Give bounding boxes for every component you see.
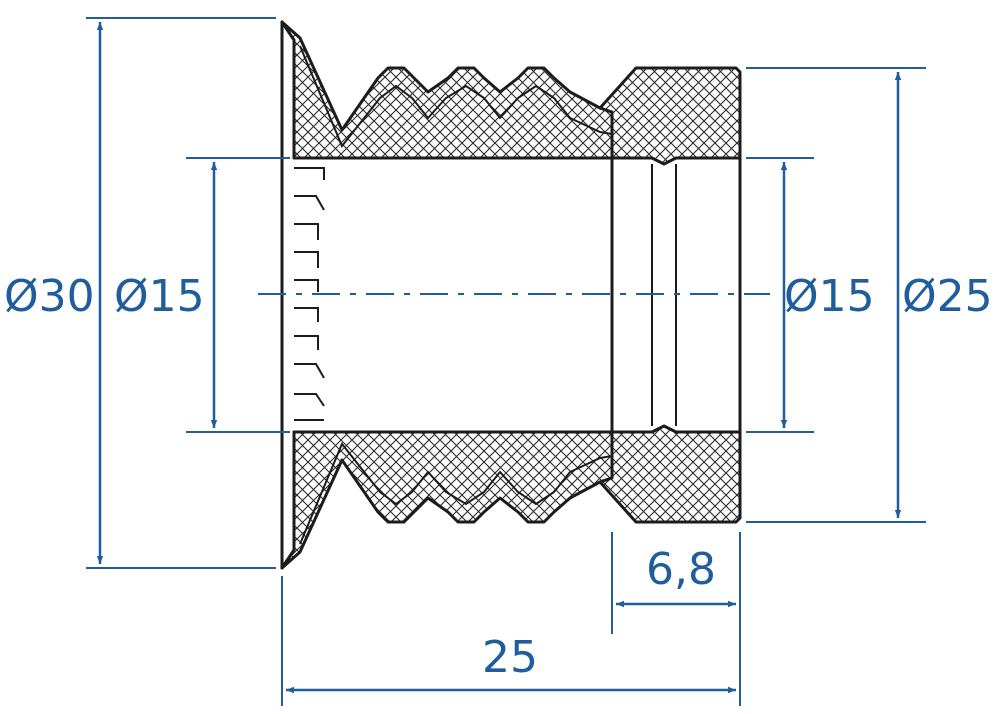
extension-lines (86, 17, 926, 706)
label-bore-right-diameter: Ø15 (784, 271, 875, 322)
dimension-lines (96, 22, 902, 694)
label-outer-lip-diameter: Ø30 (4, 271, 95, 322)
bellows-section-top (280, 20, 614, 160)
label-overall-length: 25 (482, 632, 538, 683)
label-bore-left-diameter: Ø15 (114, 271, 205, 322)
bellows-section-bottom (280, 430, 614, 570)
grip-ribs (294, 167, 325, 421)
dimension-labels: Ø30 Ø15 Ø15 Ø25 6,8 25 (4, 268, 998, 683)
label-body-diameter: Ø25 (902, 271, 993, 322)
collar-section-top (598, 66, 742, 166)
bellows-inner-top (299, 45, 613, 148)
collar-section-bottom (598, 424, 742, 524)
label-collar-length: 6,8 (646, 544, 716, 595)
bellows-inner-bottom (299, 442, 613, 545)
suction-cup-part (280, 20, 742, 570)
